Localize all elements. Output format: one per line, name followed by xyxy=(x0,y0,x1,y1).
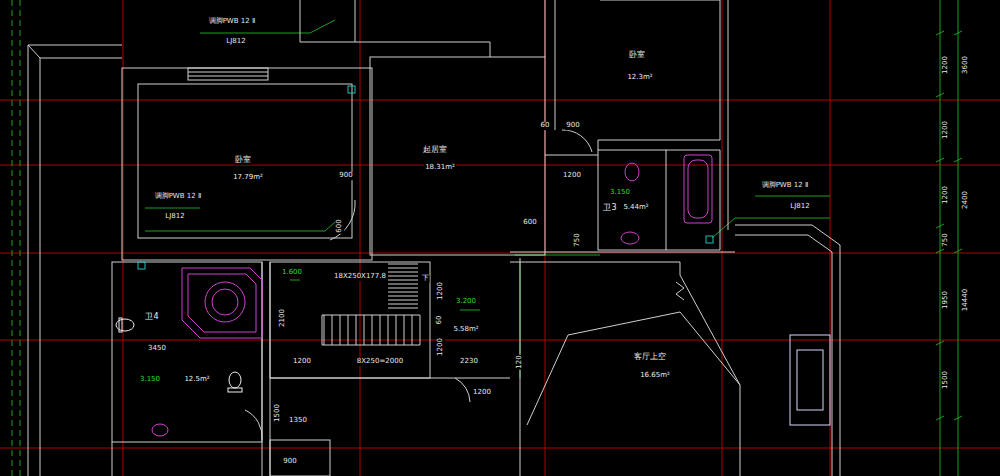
stair-step xyxy=(372,315,373,345)
room-name: 起居室 xyxy=(422,146,448,155)
plan-label: 600 xyxy=(336,218,344,233)
room-size: 16.65m² xyxy=(639,372,671,380)
plan-label: 1200 xyxy=(942,120,950,140)
toilets xyxy=(116,318,242,392)
walls xyxy=(28,0,840,476)
plan-label: 1200 xyxy=(562,172,582,180)
stair-step xyxy=(388,268,418,269)
plan-label: 8X250=2000 xyxy=(356,358,404,366)
stair-step xyxy=(388,264,418,265)
plan-label: 3.150 xyxy=(609,189,631,197)
stair-step xyxy=(388,308,418,309)
stair-steps xyxy=(324,264,418,345)
plan-label: 调脚PWB 12 Ⅱ xyxy=(761,182,810,190)
room-size: 12.3m² xyxy=(626,74,653,82)
plan-label: 900 xyxy=(338,172,353,180)
room-area: 起居室 18.31m² xyxy=(375,60,540,250)
stair-step xyxy=(356,315,357,345)
room-size: 18.31m² xyxy=(424,164,456,172)
stair-step xyxy=(324,315,325,345)
plan-label: 1200 xyxy=(437,337,445,357)
plan-label: 120 xyxy=(516,354,524,369)
plan-label: 750 xyxy=(942,232,950,247)
plan-label: 下 xyxy=(421,275,430,283)
stair-step xyxy=(404,315,405,345)
room-size: 17.79m² xyxy=(232,174,264,182)
plan-label: 60 xyxy=(436,315,444,326)
stair-step xyxy=(388,300,418,301)
room-area: 卫3 5.44m² xyxy=(600,155,682,245)
plan-label: 3600 xyxy=(962,55,970,75)
plan-label: 900 xyxy=(565,122,580,130)
plan-label: 600 xyxy=(522,219,537,227)
stair-step xyxy=(340,315,341,345)
plan-label: 900 xyxy=(282,458,297,466)
stair-step xyxy=(388,296,418,297)
plan-label: 750 xyxy=(574,232,582,247)
room-name: 卫3 xyxy=(602,204,617,213)
plan-label: 18X250X177.8 xyxy=(333,273,387,281)
plan-label: 5.58m² xyxy=(452,326,479,334)
room-name: 卧室 xyxy=(628,51,646,60)
plan-label: LJ812 xyxy=(225,38,246,46)
stair-step xyxy=(388,276,418,277)
stair-step xyxy=(396,315,397,345)
plan-label: 1200 xyxy=(472,389,492,397)
plan-label: 1200 xyxy=(942,185,950,205)
stair-step xyxy=(364,315,365,345)
stair-step xyxy=(412,315,413,345)
plan-label: 1.600 xyxy=(281,269,303,277)
plan-label: 2230 xyxy=(459,358,479,366)
dimension-lines xyxy=(12,0,962,476)
plan-label: 1200 xyxy=(942,55,950,75)
plan-label: 3.200 xyxy=(455,298,477,306)
plan-label: LJ812 xyxy=(789,203,810,211)
room-name: 卧室 xyxy=(234,156,252,165)
stair-step xyxy=(388,280,418,281)
plan-label: 1200 xyxy=(292,358,312,366)
stair-step xyxy=(388,288,418,289)
plan-label: 3450 xyxy=(147,345,167,353)
plan-label: 调脚PWB 12 Ⅱ xyxy=(154,193,203,201)
room-size: 12.5m² xyxy=(183,376,210,384)
plan-label: 1500 xyxy=(274,403,282,423)
stair-step xyxy=(380,315,381,345)
plan-label: 1200 xyxy=(437,281,445,301)
column xyxy=(790,335,830,425)
fixtures xyxy=(152,155,712,436)
stair-step xyxy=(332,315,333,345)
room-size: 5.44m² xyxy=(622,204,649,212)
room-area: 卫4 12.5m² xyxy=(115,265,260,440)
plan-label: 2100 xyxy=(279,308,287,328)
plan-label: 14440 xyxy=(962,288,970,312)
stair-step xyxy=(388,304,418,305)
stair-step xyxy=(388,272,418,273)
plan-label: 1950 xyxy=(942,290,950,310)
plan-label: 2400 xyxy=(962,190,970,210)
room-name: 卫4 xyxy=(144,313,159,322)
room-area: 卧室 12.3m² xyxy=(560,10,710,130)
stair-step xyxy=(388,284,418,285)
room-name: 客厅上空 xyxy=(633,353,667,362)
plan-label: LJ812 xyxy=(164,213,185,221)
stair-step xyxy=(388,292,418,293)
stair-step xyxy=(348,315,349,345)
plan-label: 1350 xyxy=(288,417,308,425)
drain-markers xyxy=(138,86,713,269)
room-area: 客厅上空 16.65m² xyxy=(560,320,730,420)
plan-label: 3.150 xyxy=(139,376,161,384)
plan-label: 1500 xyxy=(942,370,950,390)
plan-label: 60 xyxy=(540,122,551,130)
stair-step xyxy=(388,315,389,345)
plan-label: 调脚PWB 12 Ⅱ xyxy=(208,18,257,26)
